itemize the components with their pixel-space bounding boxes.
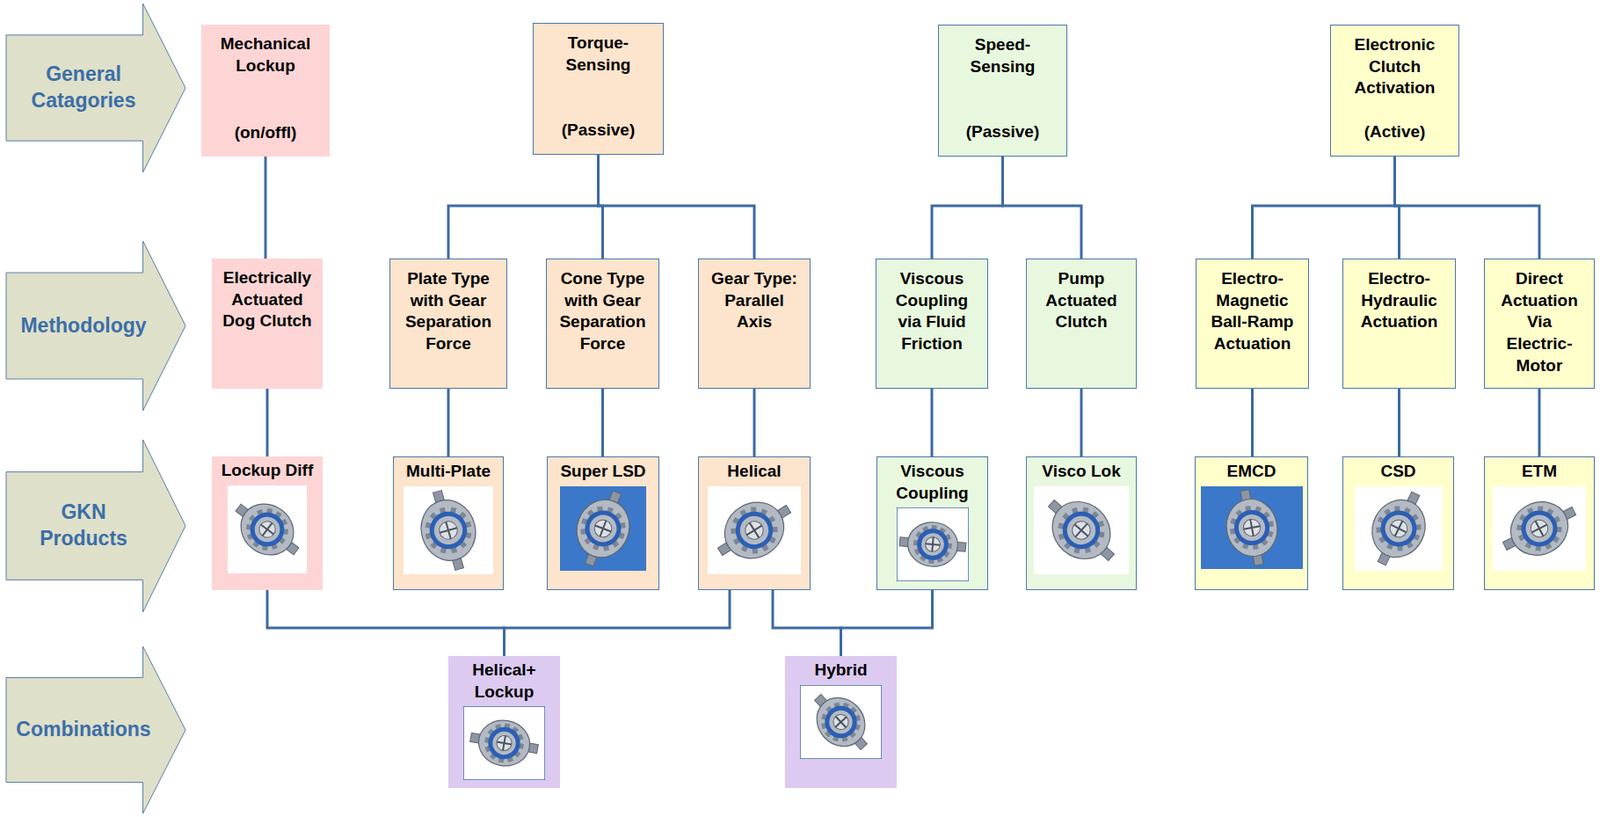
tree-connector [598,154,756,259]
method-box: Electrically Actuated Dog Clutch [211,258,323,389]
product-name: Lockup Diff [215,459,320,482]
product-illustration [463,705,546,780]
tree-connector [1080,388,1084,457]
method-text: Cone Type with Gear Separation Force [553,268,652,356]
product-name: EMCD [1199,460,1304,483]
combination-name: Helical+ Lockup [451,659,557,703]
row-label-arrow: General Catagories [5,2,187,174]
method-box: Electro- Magnetic Ball-Ramp Actuation [1195,258,1310,389]
category-title: Speed- Sensing [945,34,1060,78]
product-illustration [560,486,647,571]
product-box: Super LSD [546,456,660,590]
product-name: Viscous Coupling [880,460,984,504]
row-label-arrow: Combinations [5,645,187,815]
tree-connector [504,589,731,656]
tree-connector [1252,156,1396,259]
category-mode: (Active) [1338,121,1452,144]
tree-connector [447,388,451,457]
product-box: ETM [1483,456,1595,590]
method-box: Direct Actuation Via Electric- Motor [1483,258,1595,389]
tree-connector [753,388,757,457]
product-illustration [1492,486,1586,571]
product-name: Helical [702,460,807,483]
tree-connector [841,589,933,656]
tree-connector [1250,388,1254,457]
category-title: Electronic Clutch Activation [1338,34,1452,100]
product-illustration [707,486,801,575]
category-title: Mechanical Lockup [208,33,323,77]
tree-connector [772,589,842,656]
row-label: Methodology [4,312,163,340]
product-name: Multi-Plate [397,460,500,483]
method-text: Electrically Actuated Dog Clutch [218,267,316,333]
method-text: Electro- Hydraulic Actuation [1350,268,1448,334]
tree-connector [1397,388,1401,457]
product-name: Super LSD [551,460,655,483]
category-box: Electronic Clutch Activation (Active) [1330,24,1460,157]
method-box: Viscous Coupling via Fluid Friction [875,258,989,389]
category-box: Speed- Sensing (Passive) [938,24,1068,157]
tree-connector [448,154,599,259]
method-box: Electro- Hydraulic Actuation [1342,258,1456,389]
method-text: Plate Type with Gear Separation Force [397,268,500,356]
row-label: GKN Products [26,499,141,553]
method-text: Gear Type: Parallel Axis [705,268,803,334]
product-name: ETM [1488,460,1591,483]
row-label-arrow: Methodology [5,240,187,412]
product-name: Visco Lok [1030,460,1133,483]
category-title: Torque- Sensing [540,32,656,76]
row-label: Combinations [4,716,163,743]
tree-connector [1003,156,1083,259]
method-box: Cone Type with Gear Separation Force [545,258,660,389]
category-box: Torque- Sensing (Passive) [532,22,664,155]
combination-name: Hybrid [788,659,894,682]
product-box: EMCD [1194,456,1309,590]
product-illustration [227,485,307,574]
product-name: CSD [1346,460,1450,483]
method-box: Plate Type with Gear Separation Force [389,258,508,389]
arrow-shape [5,438,187,613]
product-illustration [403,486,494,575]
method-text: Direct Actuation Via Electric- Motor [1491,268,1587,377]
method-box: Gear Type: Parallel Axis [698,258,811,389]
tree-connector [1395,156,1541,259]
row-label-arrow: GKN Products [5,438,187,613]
product-box: Visco Lok [1025,456,1137,590]
product-illustration [1354,486,1443,571]
method-text: Electro- Magnetic Ball-Ramp Actuation [1203,268,1302,356]
tree-connector [266,388,270,457]
product-box: Viscous Coupling [876,456,989,590]
arrow-outline [6,439,186,612]
row-label: General Catagories [26,61,141,115]
product-box: CSD [1342,456,1455,590]
tree-connector [930,388,934,457]
product-box: Lockup Diff [211,456,323,590]
combination-box: Helical+ Lockup [448,655,560,788]
category-mode: (on/offl) [208,122,323,145]
tree-connector [1538,388,1542,457]
combination-box: Hybrid [785,655,897,788]
product-box: Helical [698,456,811,590]
method-text: Viscous Coupling via Fluid Friction [883,268,981,356]
tree-connector [931,156,1004,259]
product-illustration [1033,486,1129,575]
method-text: Pump Actuated Clutch [1033,268,1129,334]
product-box: Multi-Plate [392,456,504,590]
method-box: Pump Actuated Clutch [1025,258,1137,389]
category-box: Mechanical Lockup (on/offl) [201,24,330,157]
product-illustration [800,684,882,759]
category-mode: (Passive) [945,121,1060,144]
arrow-shape [5,2,187,174]
product-illustration [896,507,969,582]
tree-connector [267,589,505,656]
tree-connector [601,388,604,457]
product-illustration [1200,486,1303,569]
arrow-outline [6,3,186,173]
tree-connector [264,156,268,259]
category-mode: (Passive) [540,119,656,142]
